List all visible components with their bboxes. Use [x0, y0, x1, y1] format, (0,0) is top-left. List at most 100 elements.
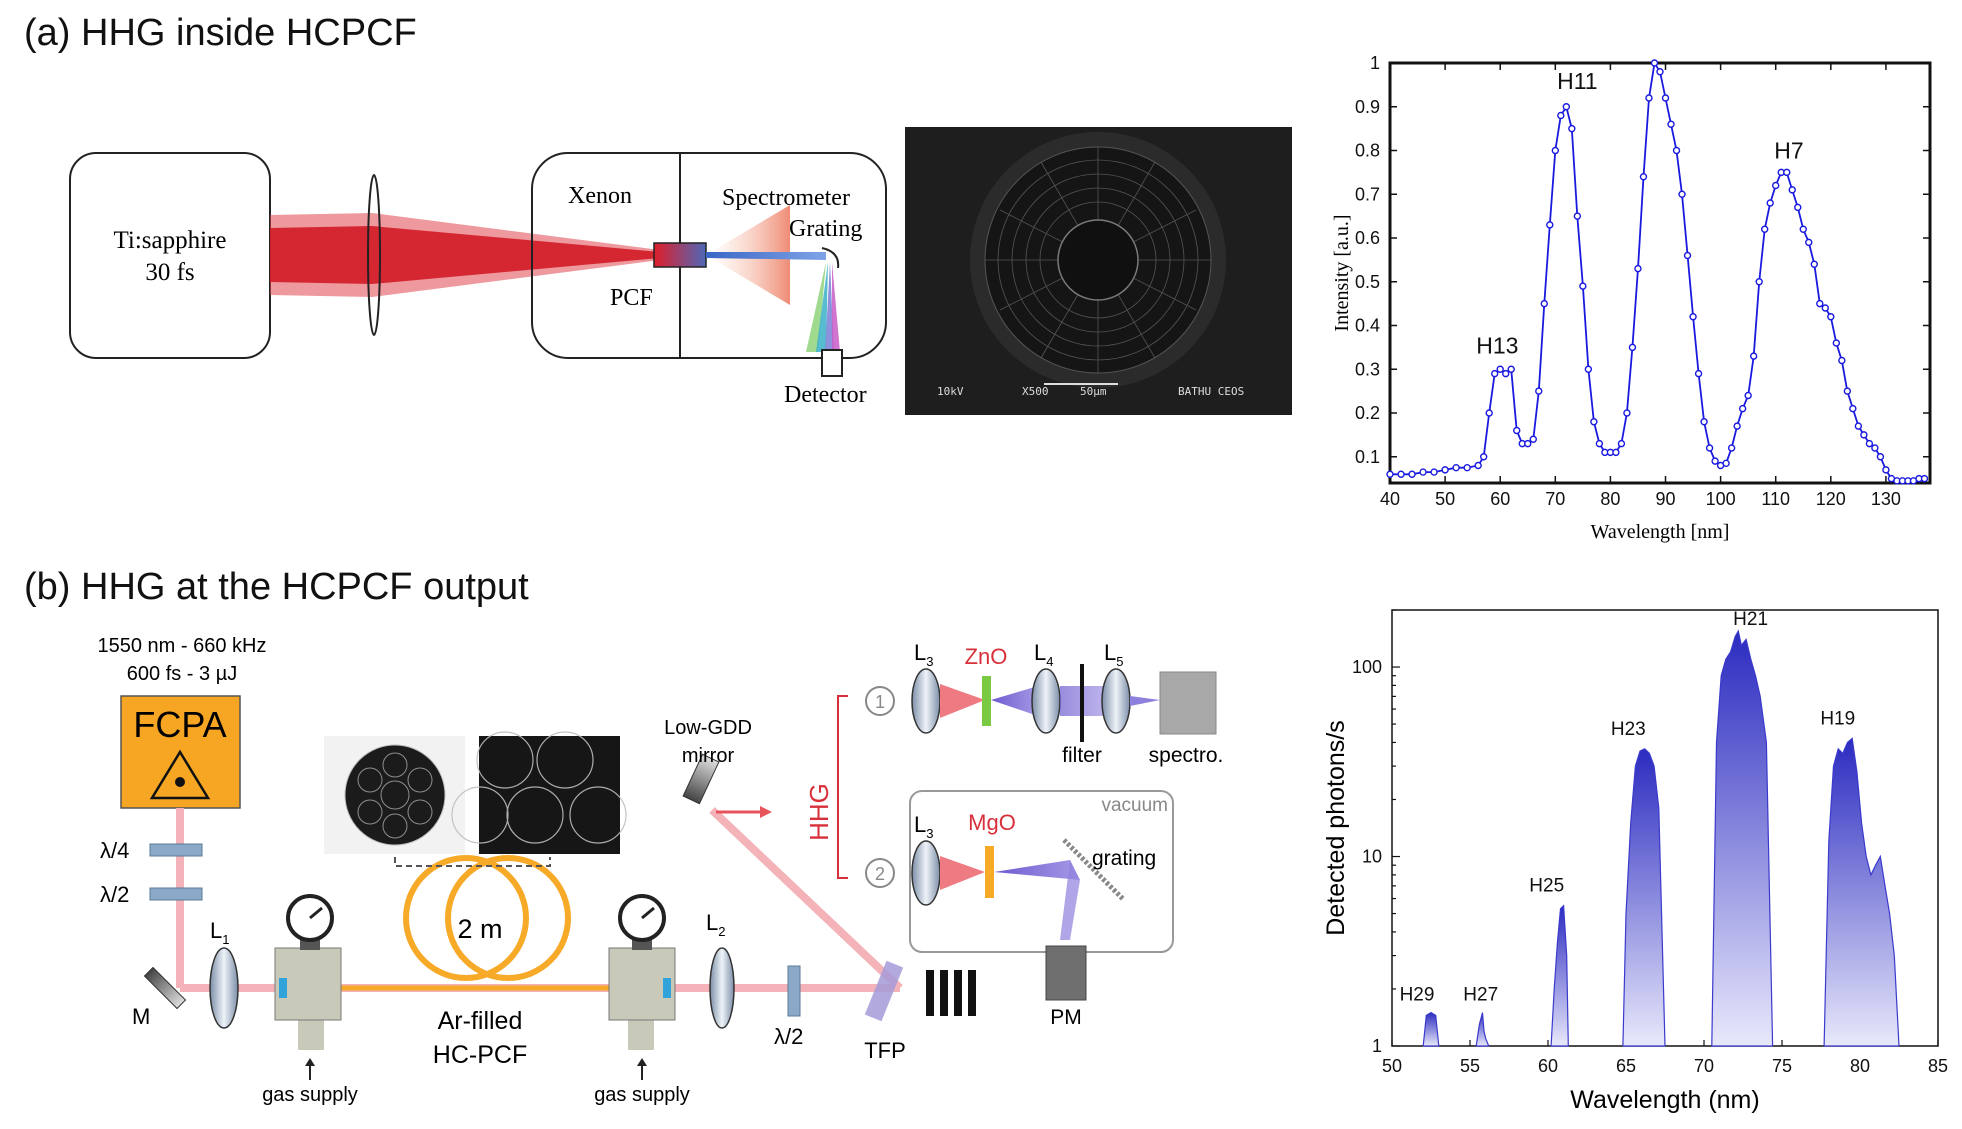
fiber-photo-2 [479, 736, 620, 854]
chart-a-ytick-label: 0.5 [1355, 272, 1380, 292]
chart-b-ytick-label: 1 [1372, 1036, 1382, 1056]
lens-l4 [1031, 668, 1061, 734]
chart-a-point [1656, 68, 1664, 76]
chart-a-xtick-label: 40 [1380, 489, 1400, 509]
chart-a-point [1794, 203, 1802, 212]
gas-supply-1: gas supply [262, 1084, 358, 1106]
chart-a-point [1788, 186, 1796, 194]
chart-b-xtick-label: 60 [1538, 1056, 1558, 1076]
chart-a-point [1700, 418, 1708, 426]
half-wave-2-label: λ/2 [774, 1024, 803, 1049]
chart-b-annotation: H21 [1733, 609, 1768, 630]
lens-l3a [911, 668, 941, 734]
chart-a-point [1623, 409, 1631, 417]
chart-a-point [1854, 422, 1863, 430]
chart-a-point [1639, 173, 1648, 181]
svg-text:L3: L3 [914, 812, 933, 841]
chart-a-point [1479, 453, 1488, 461]
chart-a-point [1650, 59, 1659, 67]
chart-a-point [1727, 444, 1736, 452]
vacuum-chamber [909, 790, 1174, 953]
chart-b-xtick-label: 70 [1694, 1056, 1714, 1076]
chart-a-point [1430, 468, 1438, 476]
power-meter [1045, 945, 1087, 1001]
chart-a-point [1749, 352, 1758, 360]
chart-a-point [1821, 304, 1830, 312]
chart-b-annotation: H25 [1529, 876, 1564, 897]
chart-b-xtick-label: 80 [1850, 1056, 1870, 1076]
chart-a-point [1760, 225, 1769, 233]
sem-voltage: 10kV [937, 385, 964, 398]
lens-l3a-sub: 3 [926, 654, 933, 669]
chart-a-point [1799, 225, 1807, 233]
chart-a-point [1689, 313, 1697, 321]
pcf-block [653, 242, 707, 268]
panel-a-heading: (a) HHG inside HCPCF [24, 12, 417, 54]
mirror-m [143, 966, 187, 1010]
chart-a-series-line [1390, 60, 1925, 482]
chart-a-point [1452, 463, 1460, 472]
lens-l5-sub: 5 [1116, 654, 1123, 669]
lens-l1-sub: 1 [222, 932, 229, 947]
chart-b-annotation: H23 [1611, 719, 1646, 740]
lens-l2-label: L [706, 910, 718, 935]
chart-a-point [1617, 439, 1626, 448]
chart-a-point [1661, 94, 1670, 102]
quarter-waveplate [149, 843, 203, 857]
chart-a-point [1612, 448, 1620, 457]
half-wave-label: λ/2 [100, 882, 129, 907]
chart-a-point [1408, 470, 1416, 478]
chart-a-point [1683, 251, 1692, 260]
chart-b-annotation: H27 [1463, 985, 1498, 1006]
chart-a-ytick-label: 0.6 [1355, 228, 1380, 248]
chart-a-point [1441, 466, 1449, 474]
chart-a-point [1744, 391, 1752, 400]
chart-b-peak-h27 [1475, 1012, 1490, 1047]
chart-b-peak-h23 [1622, 748, 1666, 1047]
chart-a-xtick-label: 90 [1655, 489, 1675, 509]
chart-a-point [1496, 365, 1504, 373]
spectro-label: spectro. [1149, 744, 1224, 767]
chart-a-point [1766, 199, 1774, 207]
gas-supply-2: gas supply [594, 1084, 690, 1106]
chart-a-point [1672, 146, 1681, 155]
chart-a-point [1634, 264, 1642, 273]
laser-label-2: 30 fs [145, 259, 194, 286]
lens-l4-label: L [1034, 640, 1046, 665]
chart-a-point [1579, 282, 1587, 290]
svg-text:L4: L4 [1034, 640, 1053, 669]
chart-a-point [1463, 463, 1471, 472]
chart-a-xtick-label: 50 [1435, 489, 1455, 509]
chart-a-ytick-label: 1 [1370, 55, 1380, 73]
chart-a-point [1529, 435, 1537, 443]
chart-a-point [1849, 404, 1857, 413]
chart-a-point [1755, 278, 1763, 286]
fiber-label-2: HC-PCF [433, 1041, 527, 1069]
svg-text:L3: L3 [914, 640, 933, 669]
chart-b-peak-h29 [1422, 1011, 1440, 1047]
chart-a-point [1865, 439, 1874, 448]
chart-a-ylabel: Intensity [a.u.] [1331, 214, 1353, 331]
chart-a-point [1397, 470, 1405, 478]
spectrometer-box [1159, 671, 1217, 735]
chart-a-xtick-label: 120 [1816, 489, 1846, 509]
chart-a-point [1805, 238, 1813, 247]
laser-label-1: Ti:sapphire [114, 227, 227, 254]
chart-a-point [1557, 111, 1565, 120]
tfp [864, 960, 904, 1022]
vacuum-label: vacuum [1101, 795, 1168, 816]
sem-lab: BATHU CEOS [1178, 385, 1244, 398]
chart-a-ytick-label: 0.8 [1355, 141, 1380, 161]
chart-a-point [1535, 387, 1543, 395]
chart-b-peak-h19 [1823, 737, 1900, 1047]
chart-a-ytick-label: 0.7 [1355, 184, 1380, 204]
chart-b-annotation: H19 [1820, 708, 1855, 729]
chart-a-point [1816, 299, 1824, 308]
chart-a-frame [1388, 61, 1932, 485]
grating-label-b: grating [1092, 847, 1156, 870]
chart-a-point [1882, 466, 1890, 474]
chart-a-point [1524, 439, 1532, 448]
